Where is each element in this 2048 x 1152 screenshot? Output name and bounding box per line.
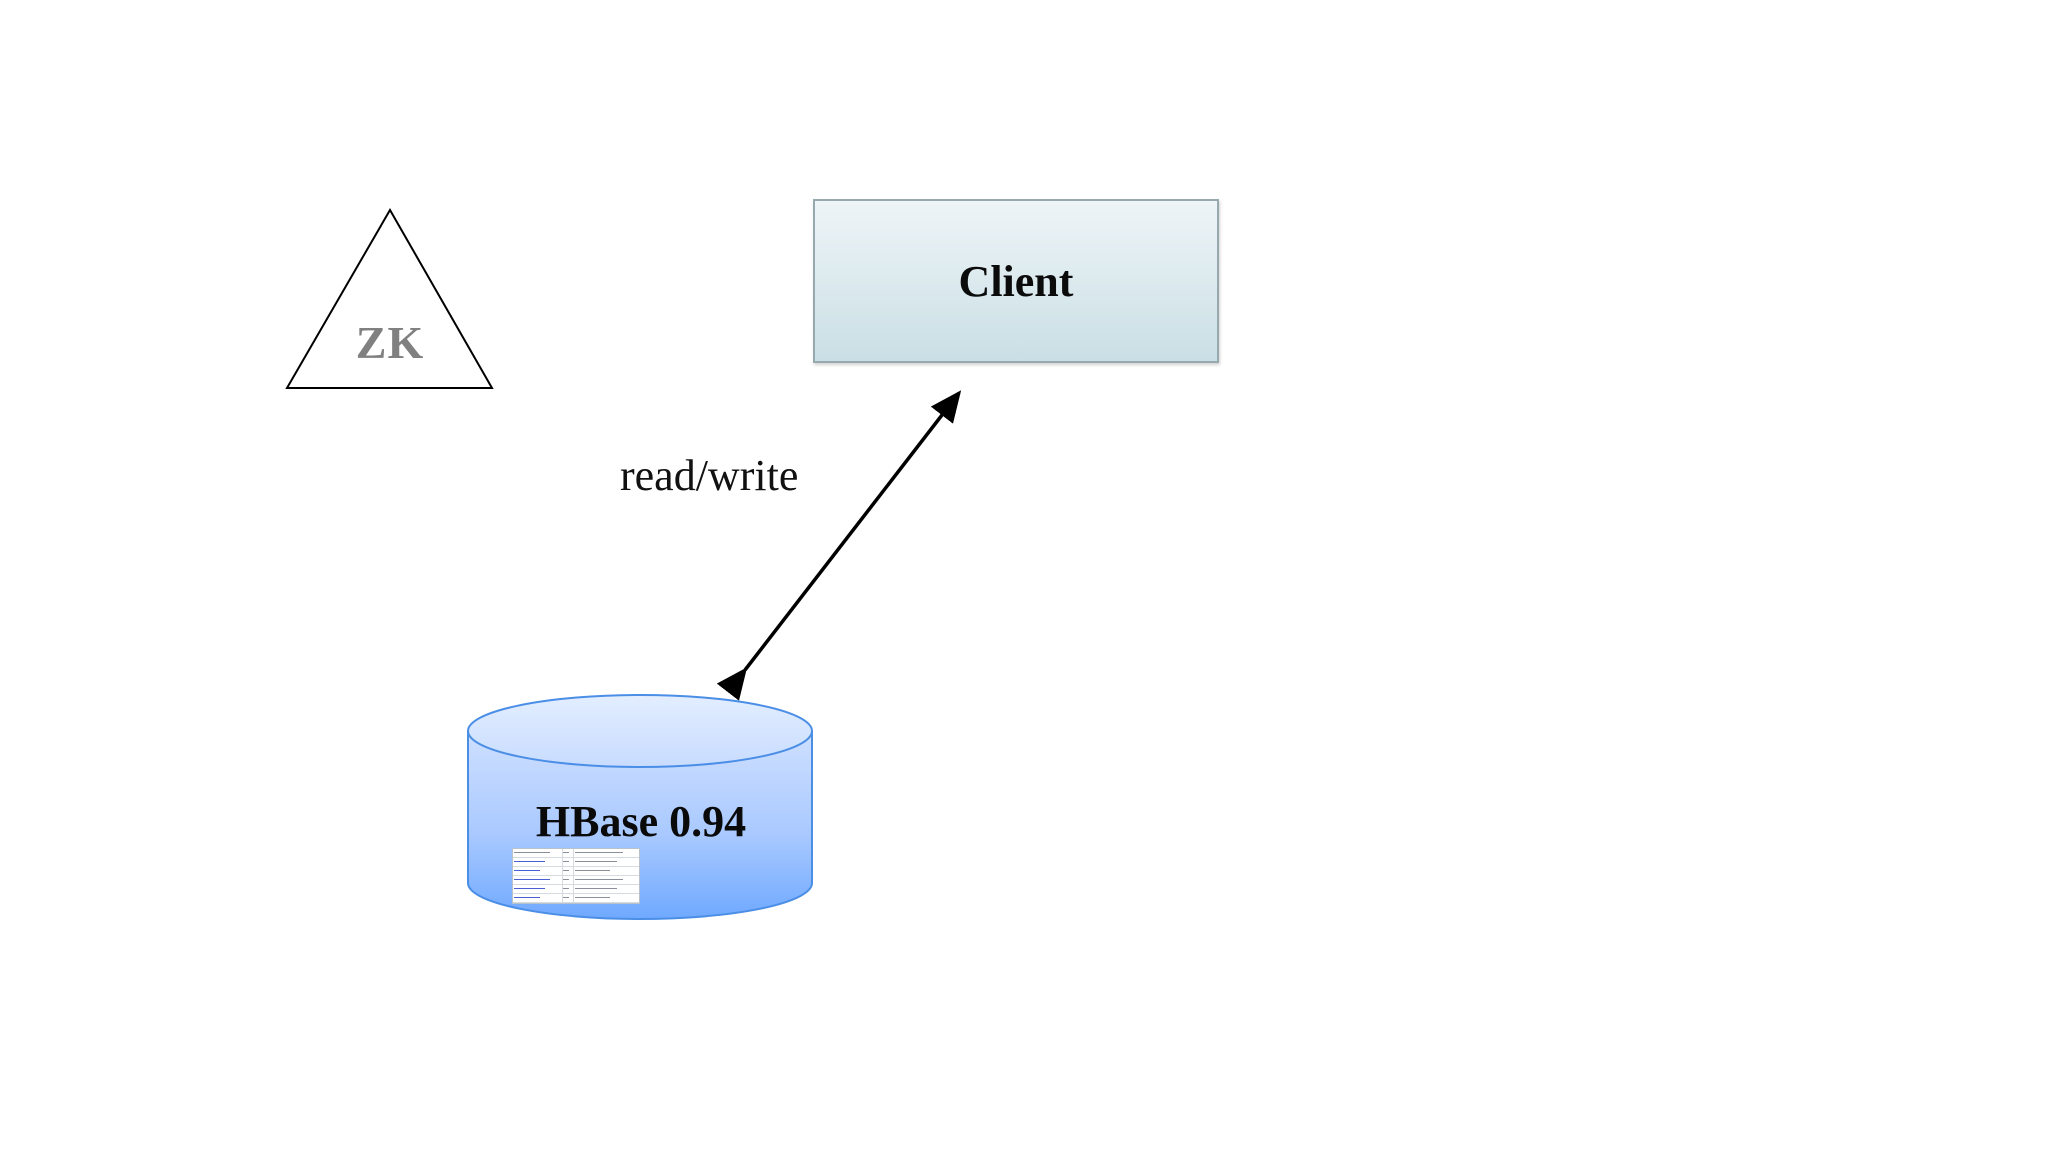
zookeeper-triangle-shape <box>285 208 494 389</box>
arrow-line <box>716 390 962 701</box>
zookeeper-label: ZK <box>355 317 425 368</box>
read-write-label: read/write <box>620 451 799 500</box>
embedded-table-thumbnail <box>512 848 640 904</box>
zookeeper-node: ZK <box>285 208 495 392</box>
table-row <box>513 885 639 894</box>
hbase-label: HBase 0.94 <box>535 797 747 846</box>
hbase-node: HBase 0.94 <box>466 694 816 920</box>
table-row <box>513 876 639 885</box>
client-node: Client <box>813 199 1219 363</box>
client-label: Client <box>958 256 1074 306</box>
table-row <box>513 858 639 867</box>
table-row <box>513 894 639 903</box>
table-row <box>513 849 639 858</box>
table-row <box>513 867 639 876</box>
